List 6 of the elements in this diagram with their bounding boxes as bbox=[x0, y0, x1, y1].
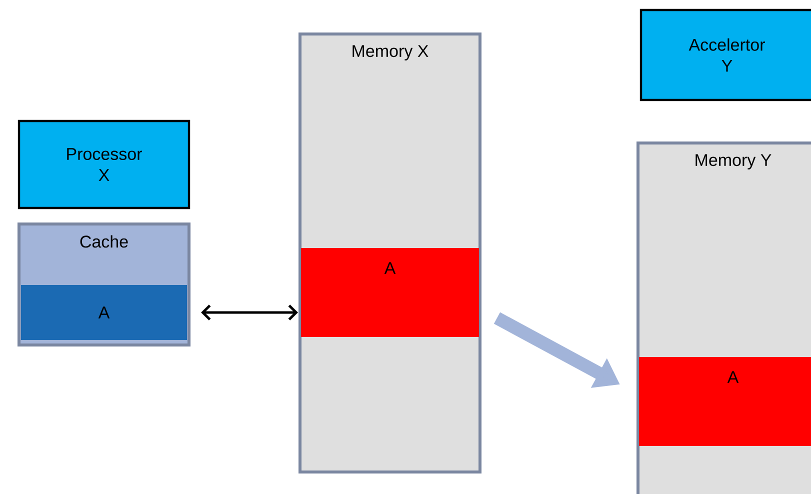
data-block: A bbox=[639, 357, 811, 446]
data-block: A bbox=[301, 248, 479, 337]
data-block: A bbox=[21, 285, 187, 340]
arrow bbox=[201, 304, 298, 320]
processor-box: Processor X bbox=[18, 120, 190, 210]
accelerator-box: Accelertor Y bbox=[640, 8, 811, 102]
